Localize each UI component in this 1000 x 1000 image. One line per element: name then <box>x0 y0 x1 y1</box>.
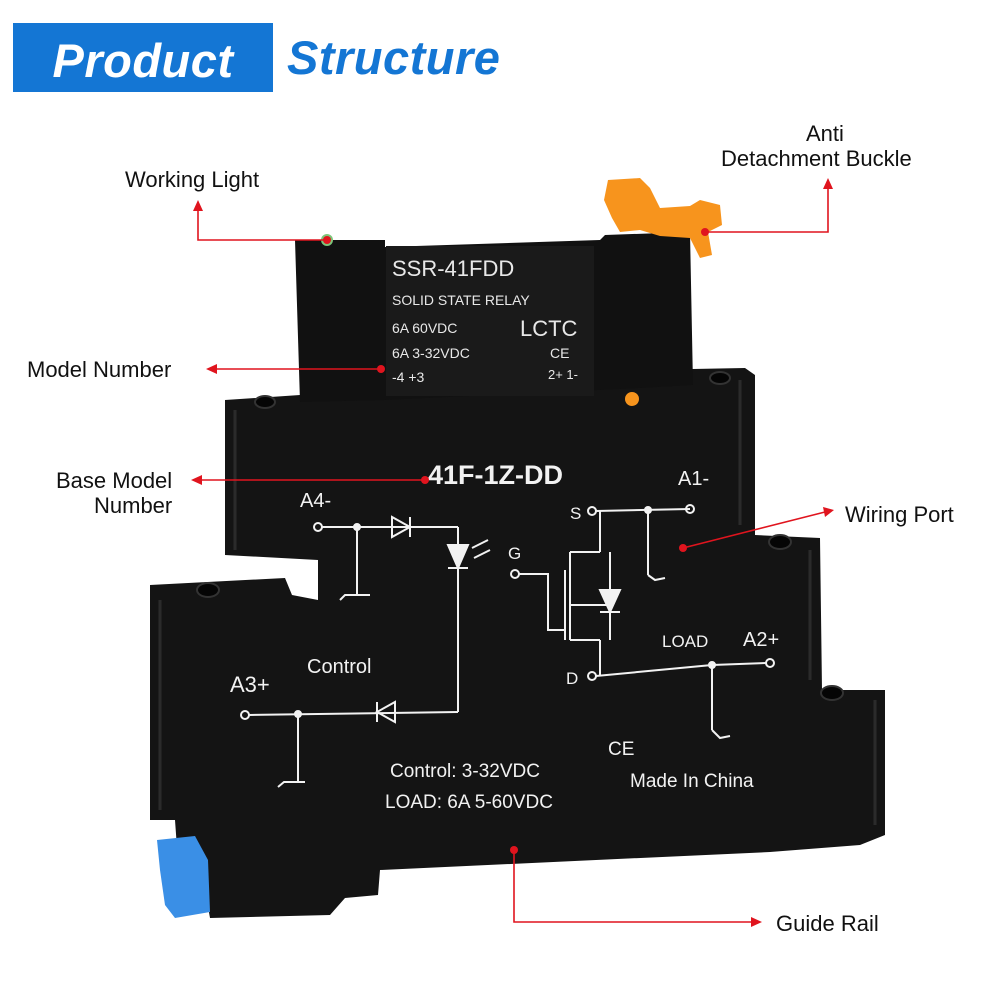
base-housing <box>150 368 885 918</box>
guide-rail-clip <box>157 836 210 918</box>
module-label-panel <box>386 246 594 396</box>
base-model: 41F-1Z-DD <box>428 460 563 490</box>
housing-ribs <box>158 380 877 825</box>
indicator-dot <box>625 392 639 406</box>
module-model: SSR-41FDD <box>392 256 514 281</box>
callout-anti-line2: Detachment Buckle <box>721 146 912 171</box>
circuit-diagram <box>240 504 775 788</box>
control-label: Control <box>307 656 371 678</box>
callout-working-light: Working Light <box>125 167 260 192</box>
callout-anti-line1: Anti <box>806 121 844 146</box>
screw-holes <box>196 371 844 701</box>
title-product: Product <box>52 34 234 87</box>
module-pins-left: -4 +3 <box>392 369 425 385</box>
origin: Made In China <box>630 771 754 792</box>
callout-markers <box>191 178 834 927</box>
spec-load: LOAD: 6A 5-60VDC <box>385 792 553 813</box>
callout-lines <box>197 186 829 923</box>
callout-guide-rail: Guide Rail <box>776 911 879 936</box>
callout-model-number: Model Number <box>27 357 172 382</box>
module-type: SOLID STATE RELAY <box>392 292 530 308</box>
terminal-a1: A1- <box>678 468 709 490</box>
module-pins-right: 2+ 1- <box>548 367 578 382</box>
terminal-a4: A4- <box>300 490 331 512</box>
callout-wiring-port: Wiring Port <box>845 502 954 527</box>
module-rating-1: 6A 60VDC <box>392 320 457 336</box>
terminal-s: S <box>570 504 581 523</box>
load-label: LOAD <box>662 632 708 651</box>
anti-detachment-buckle <box>604 178 722 258</box>
module-ce: CE <box>550 345 569 361</box>
module-rating-2: 6A 3-32VDC <box>392 345 470 361</box>
spec-control: Control: 3-32VDC <box>390 761 540 782</box>
terminal-a3: A3+ <box>230 672 270 697</box>
terminal-g: G <box>508 544 521 563</box>
callout-base-model-line2: Number <box>94 493 173 518</box>
base-ce: CE <box>608 739 634 760</box>
terminal-a2: A2+ <box>743 629 779 651</box>
title-product-box: Product <box>13 23 273 92</box>
terminal-d: D <box>566 669 578 688</box>
module-brand: LCTC <box>520 316 578 341</box>
title-structure: Structure <box>287 31 501 84</box>
callout-base-model-line1: Base Model <box>56 468 173 493</box>
